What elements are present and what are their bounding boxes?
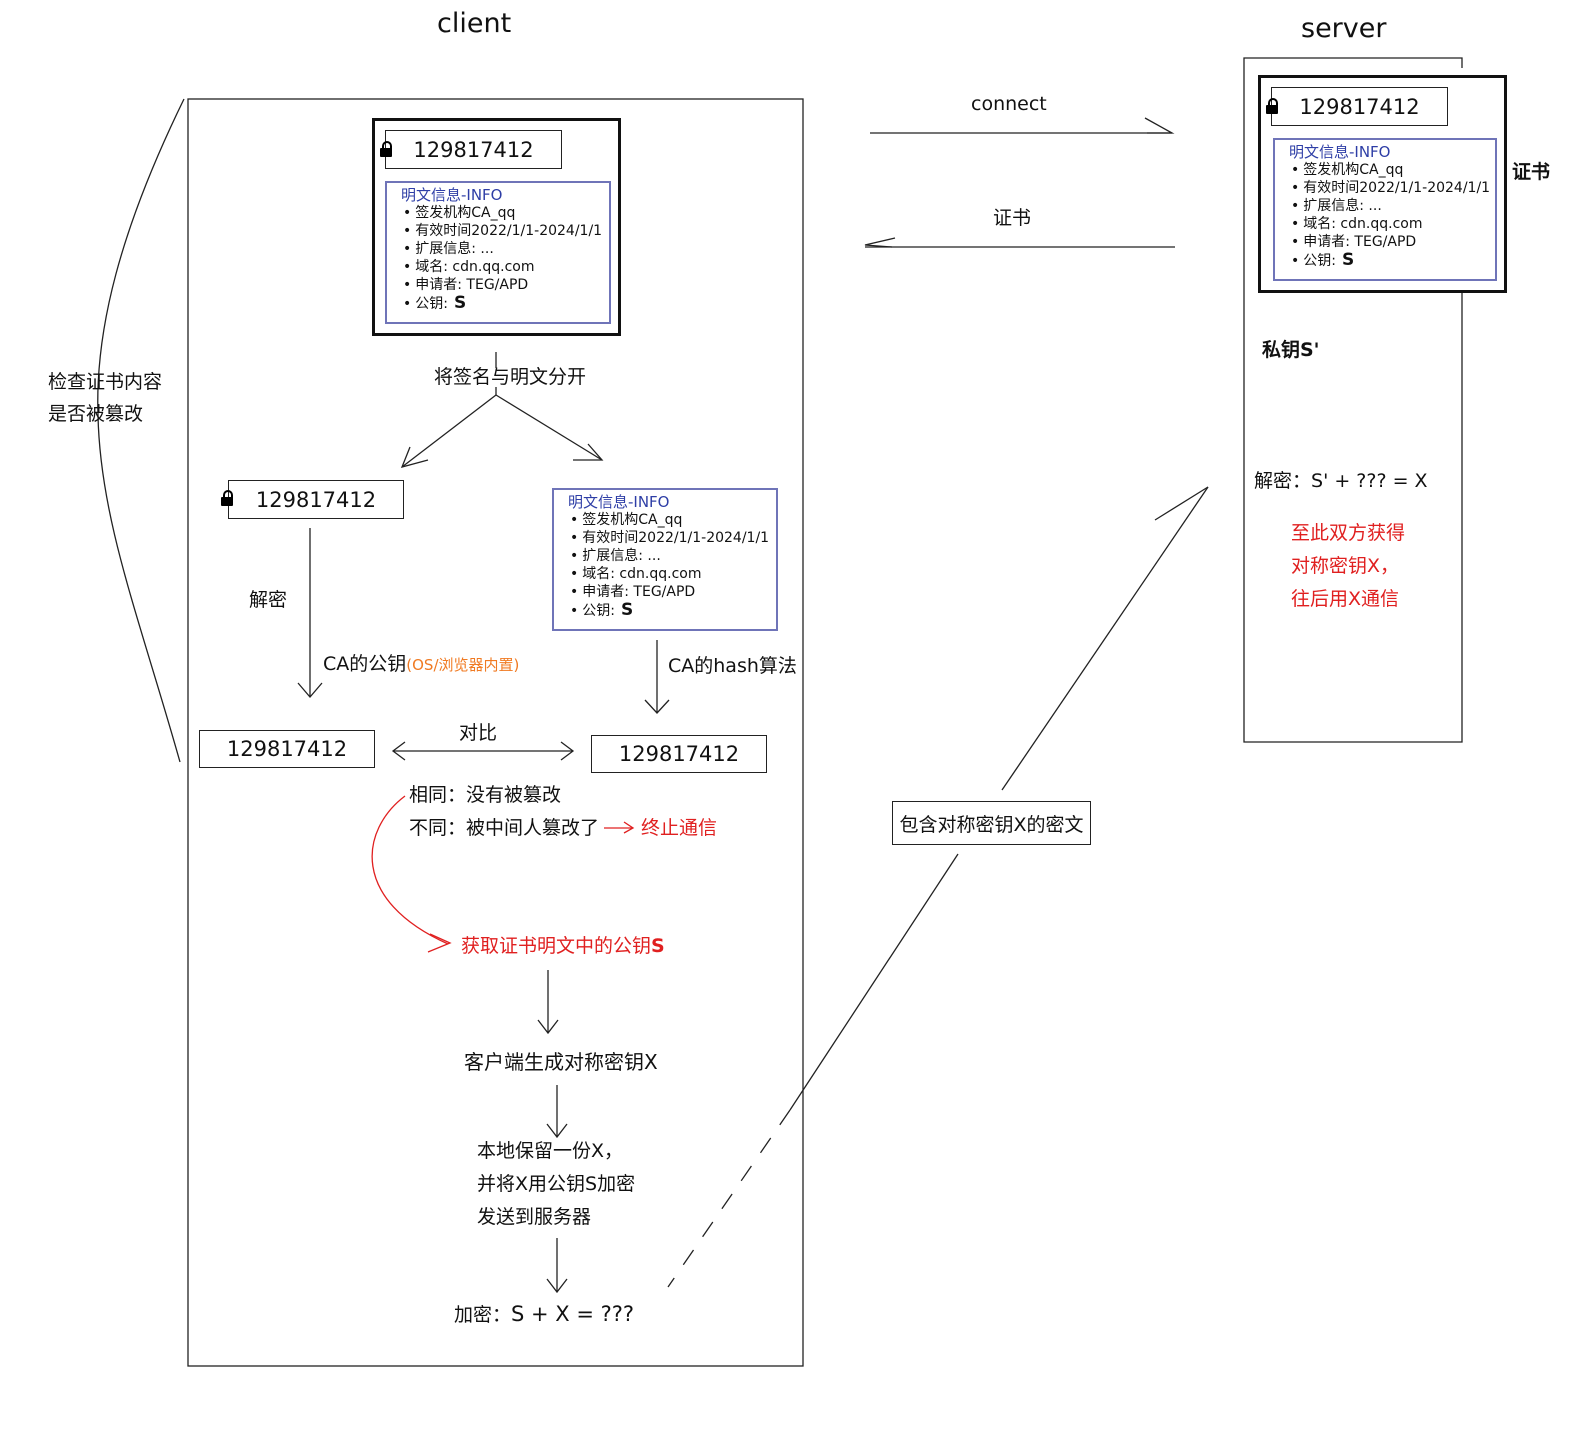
split-label: 将签名与明文分开 <box>434 366 587 388</box>
info-domain: 域名: cdn.qq.com <box>568 565 776 583</box>
info-extension: 扩展信息: ... <box>568 547 776 565</box>
signature-value: 129817412 <box>1299 94 1420 119</box>
decrypt-label: 解密 <box>249 589 288 611</box>
computed-hash-value: 129817412 <box>618 742 740 766</box>
server-certificate: 129817412 明文信息-INFO 签发机构CA_qq 有效时间2022/1… <box>1258 75 1507 293</box>
info-title: 明文信息-INFO <box>401 186 503 204</box>
ciphertext-box: 包含对称密钥X的密文 <box>892 801 1091 845</box>
info-domain: 域名: cdn.qq.com <box>1289 215 1495 233</box>
server-cert-label: 证书 <box>1512 161 1551 183</box>
computed-hash-box: 129817412 <box>591 735 767 773</box>
check-label-line1: 检查证书内容 <box>48 371 163 393</box>
info-issuer: 签发机构CA_qq <box>568 511 776 529</box>
ciphertext-label: 包含对称密钥X的密文 <box>899 813 1084 836</box>
split-signature-box: 129817412 <box>228 480 404 519</box>
lock-icon <box>1266 98 1278 114</box>
signature-box: 129817412 <box>385 130 562 169</box>
client-title: client <box>437 8 512 39</box>
server-title: server <box>1301 13 1387 44</box>
client-frame <box>187 98 804 1367</box>
info-applicant: 申请者: TEG/APD <box>401 276 609 294</box>
encrypt-text: 加密：S + X = ??? <box>454 1302 635 1326</box>
keep-line-3: 发送到服务器 <box>477 1206 592 1228</box>
info-validity: 有效时间2022/1/1-2024/1/1 <box>568 529 776 547</box>
decrypted-hash-box: 129817412 <box>199 730 375 768</box>
server-frame <box>1243 57 1463 743</box>
lock-icon <box>221 490 233 506</box>
cert-arrow-label: 证书 <box>993 207 1032 229</box>
keep-line-2: 并将X用公钥S加密 <box>477 1173 636 1195</box>
terminate-text: 终止通信 <box>641 817 718 839</box>
check-label-line2: 是否被篡改 <box>48 403 144 425</box>
get-pubkey-text: 获取证书明文中的公钥S <box>461 935 665 957</box>
compare-label: 对比 <box>459 722 498 744</box>
lock-icon <box>380 141 392 157</box>
info-title: 明文信息-INFO <box>1289 143 1391 161</box>
keep-line-1: 本地保留一份X， <box>477 1140 624 1162</box>
info-pubkey: 公钥:S <box>401 294 609 313</box>
decrypted-hash-value: 129817412 <box>226 737 348 761</box>
gen-key-text: 客户端生成对称密钥X <box>464 1050 658 1074</box>
signature-value: 129817412 <box>413 137 534 162</box>
info-applicant: 申请者: TEG/APD <box>1289 233 1495 251</box>
info-extension: 扩展信息: ... <box>401 240 609 258</box>
cert-info-box: 明文信息-INFO 签发机构CA_qq 有效时间2022/1/1-2024/1/… <box>385 181 611 324</box>
info-issuer: 签发机构CA_qq <box>1289 161 1495 179</box>
diff-text: 不同：被中间人篡改了 <box>409 817 600 839</box>
client-certificate: 129817412 明文信息-INFO 签发机构CA_qq 有效时间2022/1… <box>372 118 621 336</box>
info-pubkey: 公钥:S <box>1289 251 1495 270</box>
result-line-1: 至此双方获得 <box>1291 522 1406 544</box>
info-issuer: 签发机构CA_qq <box>401 204 609 222</box>
cert-info-box: 明文信息-INFO 签发机构CA_qq 有效时间2022/1/1-2024/1/… <box>1273 138 1497 281</box>
red-curve-arrow <box>371 795 449 945</box>
connect-label: connect <box>971 93 1047 115</box>
info-domain: 域名: cdn.qq.com <box>401 258 609 276</box>
info-extension: 扩展信息: ... <box>1289 197 1495 215</box>
info-pubkey: 公钥:S <box>568 601 776 620</box>
split-signature-value: 129817412 <box>255 487 377 512</box>
split-info-box: 明文信息-INFO 签发机构CA_qq 有效时间2022/1/1-2024/1/… <box>552 488 778 631</box>
server-decrypt-text: 解密：S' + ??? = X <box>1254 470 1428 492</box>
info-validity: 有效时间2022/1/1-2024/1/1 <box>401 222 609 240</box>
info-title: 明文信息-INFO <box>568 493 670 511</box>
left-brace <box>97 98 185 763</box>
info-applicant: 申请者: TEG/APD <box>568 583 776 601</box>
ca-pubkey-label: CA的公钥(OS/浏览器内置) <box>323 653 520 675</box>
info-validity: 有效时间2022/1/1-2024/1/1 <box>1289 179 1495 197</box>
private-key-label: 私钥S' <box>1262 339 1320 361</box>
ca-pubkey-note: (OS/浏览器内置) <box>406 656 520 674</box>
hash-label: CA的hash算法 <box>668 655 797 677</box>
result-line-3: 往后用X通信 <box>1291 588 1400 610</box>
same-text: 相同：没有被篡改 <box>409 784 562 806</box>
signature-box: 129817412 <box>1271 87 1448 126</box>
result-line-2: 对称密钥X， <box>1291 555 1400 577</box>
